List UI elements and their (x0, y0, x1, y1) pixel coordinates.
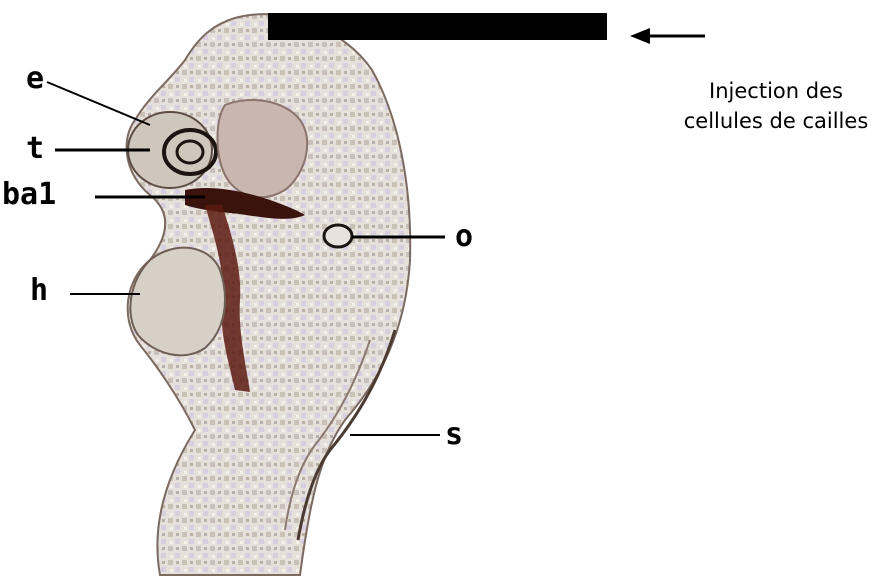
label-e: e (26, 64, 44, 94)
injection-caption: Injection des cellules de cailles (660, 76, 892, 136)
label-ba1: ba1 (2, 180, 56, 210)
injection-bar (268, 13, 607, 40)
label-s: s (445, 420, 463, 450)
brain-lobe (218, 100, 308, 197)
injection-caption-line1: Injection des (660, 76, 892, 106)
label-t: t (26, 134, 44, 164)
otic-vesicle (324, 225, 352, 247)
leader-e (47, 82, 150, 125)
label-h: h (30, 276, 48, 306)
label-o: o (455, 222, 473, 252)
injection-arrow-head (630, 28, 650, 44)
injection-caption-line2: cellules de cailles (660, 106, 892, 136)
